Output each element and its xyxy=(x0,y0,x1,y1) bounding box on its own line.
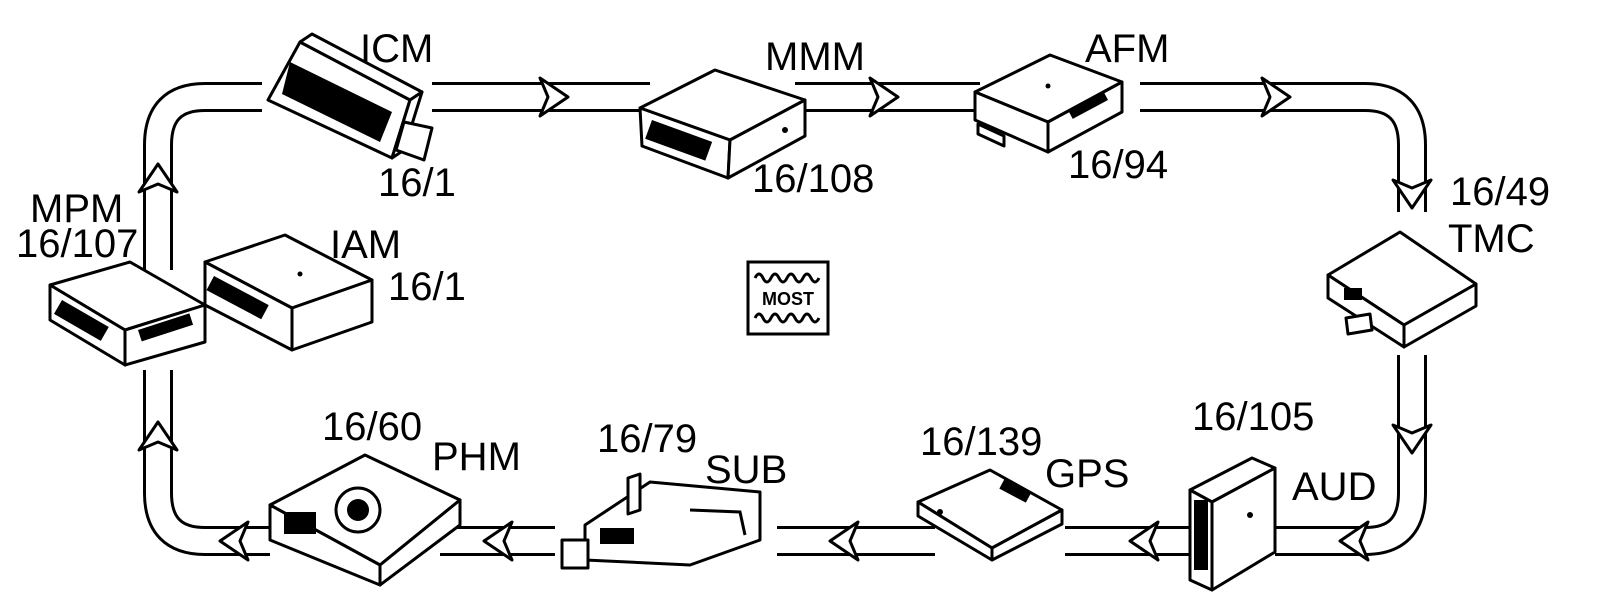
path-tmc-aud xyxy=(1275,355,1427,556)
label-icm-name: ICM xyxy=(360,27,433,71)
most-logo-text: MOST xyxy=(762,289,814,309)
gps-module-icon xyxy=(916,468,1064,562)
iam-module-icon xyxy=(203,233,374,352)
label-aud-code: 16/105 xyxy=(1192,395,1314,439)
arrow-down-icon xyxy=(1391,423,1433,455)
label-gps-name: GPS xyxy=(1045,452,1129,496)
arrow-right-icon xyxy=(868,76,900,118)
arrow-down-icon xyxy=(1391,178,1433,210)
arrow-left-icon xyxy=(218,520,250,562)
afm-module-icon xyxy=(973,53,1124,154)
arrow-up-icon xyxy=(137,162,179,194)
arrow-left-icon xyxy=(1338,520,1370,562)
sub-module-icon xyxy=(560,472,762,570)
label-iam-code: 16/1 xyxy=(388,265,466,309)
most-bus-logo-icon: MOST xyxy=(746,260,830,336)
label-sub-code: 16/79 xyxy=(597,417,697,461)
label-icm-code: 16/1 xyxy=(378,161,456,205)
mmm-module-icon xyxy=(638,68,807,180)
label-tmc-name: TMC xyxy=(1448,217,1535,261)
label-mpm-code: 16/107 xyxy=(16,222,138,266)
aud-module-icon xyxy=(1188,456,1277,592)
label-phm-name: PHM xyxy=(432,435,521,479)
icm-module-icon xyxy=(266,32,434,162)
label-gps-code: 16/139 xyxy=(920,420,1042,464)
flow-arrows xyxy=(137,76,1433,562)
tmc-module-icon xyxy=(1326,230,1478,349)
arrow-left-icon xyxy=(828,520,860,562)
label-mmm-name: MMM xyxy=(765,35,865,79)
label-afm-code: 16/94 xyxy=(1068,143,1168,187)
phm-module-icon xyxy=(268,453,462,587)
label-sub-name: SUB xyxy=(705,448,787,492)
label-tmc-code: 16/49 xyxy=(1450,170,1550,214)
path-afm-tmc xyxy=(1140,82,1427,212)
label-mmm-code: 16/108 xyxy=(752,157,874,201)
label-afm-name: AFM xyxy=(1085,27,1169,71)
label-phm-code: 16/60 xyxy=(322,405,422,449)
label-iam-name: IAM xyxy=(330,223,401,267)
arrow-left-icon xyxy=(1128,520,1160,562)
arrow-up-icon xyxy=(137,420,179,452)
label-aud-name: AUD xyxy=(1292,465,1376,509)
label-mpm-name: MPM xyxy=(30,187,123,231)
arrow-right-icon xyxy=(538,76,570,118)
arrow-left-icon xyxy=(482,520,514,562)
mpm-module-icon xyxy=(48,260,207,367)
path-phm-mpm xyxy=(143,370,270,556)
module-labels: ICM 16/1 MMM 16/108 AFM 16/94 16/49 TMC … xyxy=(16,27,1550,509)
arrow-right-icon xyxy=(1260,76,1292,118)
